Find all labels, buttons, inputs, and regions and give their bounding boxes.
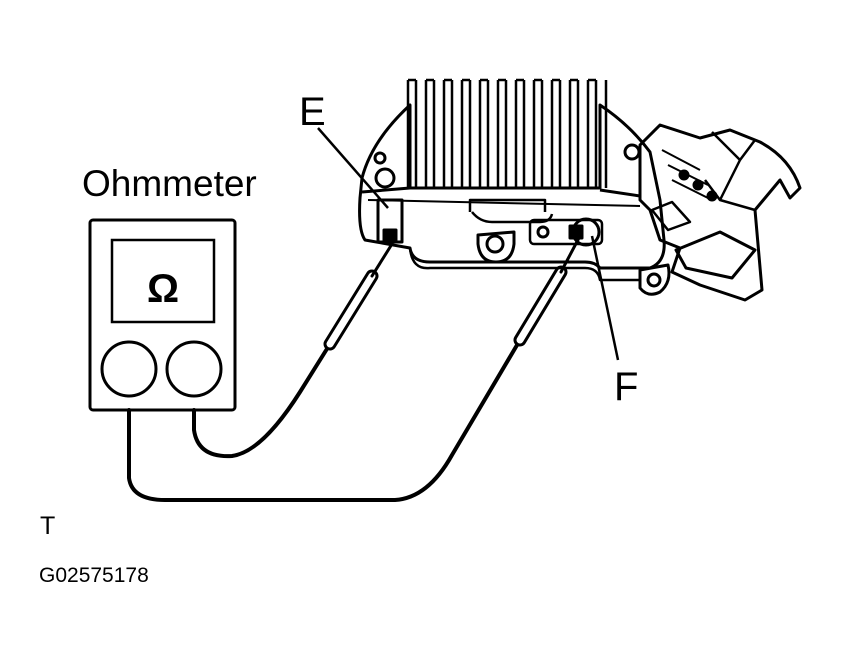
center-recess bbox=[468, 198, 554, 224]
lower-skirt bbox=[408, 247, 640, 282]
ohmmeter-body bbox=[88, 218, 237, 412]
mount-hole-left-2 bbox=[374, 167, 396, 189]
terminal-e-socket bbox=[376, 198, 404, 244]
connector-pin-2 bbox=[692, 179, 704, 191]
connector-block bbox=[638, 123, 802, 302]
housing-top-edge bbox=[361, 186, 641, 198]
leader-lines bbox=[317, 127, 620, 361]
lead-wire-f bbox=[127, 338, 522, 502]
connector-latch bbox=[674, 230, 757, 280]
ic-regulator-icon bbox=[358, 78, 802, 302]
mount-hole-left bbox=[373, 151, 387, 165]
probe-f bbox=[513, 234, 582, 347]
connector-pin-3 bbox=[706, 190, 718, 202]
ohmmeter-display bbox=[110, 238, 216, 324]
leader-f bbox=[590, 235, 620, 361]
probe-e bbox=[323, 242, 394, 351]
connector-pin-1 bbox=[678, 169, 690, 181]
connector-shroud bbox=[704, 131, 756, 212]
center-bracket bbox=[476, 230, 516, 264]
heat-sink-fins bbox=[406, 78, 608, 188]
lead-wire-e bbox=[192, 342, 332, 459]
corner-mark: T bbox=[40, 512, 55, 540]
right-tab-hole bbox=[646, 272, 662, 288]
bracket-hole bbox=[485, 234, 505, 254]
ohmmeter-jack-right bbox=[165, 340, 223, 398]
ohmmeter-icon bbox=[88, 218, 237, 412]
connector-slot bbox=[650, 200, 692, 232]
terminal-f-socket bbox=[528, 217, 604, 247]
leader-e bbox=[317, 127, 389, 209]
meter-symbol: Ω bbox=[147, 267, 179, 311]
meter-title: Ohmmeter bbox=[82, 163, 257, 204]
test-leads bbox=[127, 234, 582, 502]
terminal-f-label: F bbox=[614, 365, 638, 409]
mount-hole-right bbox=[623, 143, 641, 161]
ohmmeter-jack-left bbox=[100, 340, 158, 398]
housing-front-face bbox=[367, 199, 641, 207]
right-tab bbox=[638, 263, 671, 296]
regulator-housing bbox=[358, 103, 666, 270]
figure-code: G02575178 bbox=[39, 564, 149, 587]
terminal-e-label: E bbox=[299, 90, 326, 134]
